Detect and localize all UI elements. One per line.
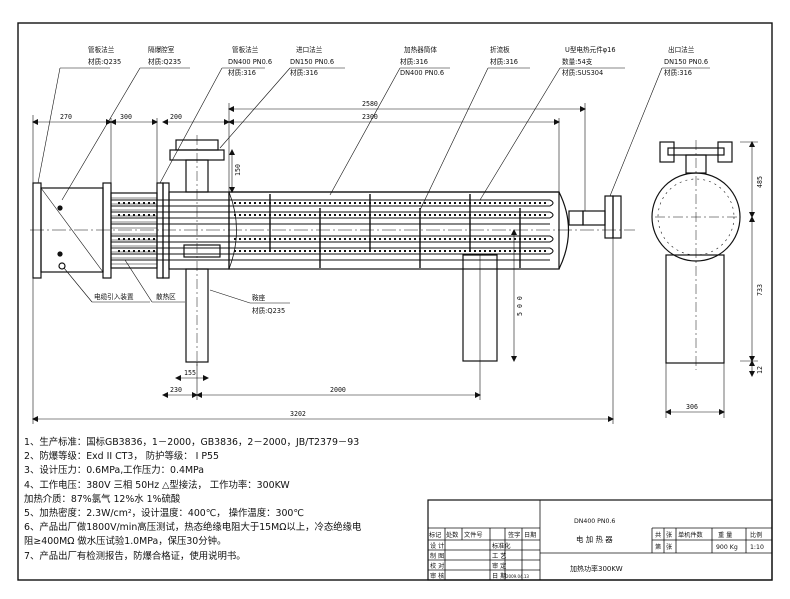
tb-rev-h4: 签字 (508, 531, 520, 539)
side-saddle (665, 254, 725, 364)
tb-spec: DN400 PN0.6 (574, 518, 615, 525)
tb-product-name: 电 加 热 器 (576, 535, 613, 544)
callout-element-name: U型电热元件φ16 (565, 45, 616, 54)
callout-saddle-material: 材质:Q235 (252, 306, 285, 315)
callout-explosion-box-name: 隔爆腔室 (148, 45, 175, 54)
tb-role-l1: 设 计 (430, 542, 444, 550)
callout-header-flange-material: 材质:Q235 (88, 57, 121, 66)
sheet-frame (17, 22, 773, 581)
callout-element-qty: 数量:54支 (562, 57, 593, 66)
tb-col-h3: 单机件数 (678, 531, 704, 539)
dim-485: 485 (756, 176, 764, 188)
heating-elements (111, 199, 554, 261)
tb-role-r3: 审 定 (492, 562, 506, 570)
callout-saddle-name: 鞍座 (252, 293, 266, 302)
callout-shell-material: 材质:316 (400, 57, 428, 66)
tb-rev-h5: 日期 (524, 531, 536, 539)
note-1: 1、生产标准：国标GB3836，1－2000，GB3836，2－2000，JB/… (24, 437, 360, 448)
dim-3202: 3202 (290, 410, 306, 418)
dim-200: 200 (170, 113, 182, 121)
callout-tubesheet-name: 管板法兰 (232, 45, 259, 54)
dim-500: 5 0 0 (516, 296, 524, 316)
note-6b: 阻≥400MΩ 做水压试验1.0MPa，保压30分钟。 (24, 536, 227, 548)
note-4: 4、工作电压：380V 三相 50Hz △型接法， 工作功率：300KW (24, 479, 290, 491)
callout-baffle-material: 材质:316 (490, 57, 518, 66)
tb-role-r4: 日 期 (492, 572, 506, 580)
technical-notes: 1、生产标准：国标GB3836，1－2000，GB3836，2－2000，JB/… (24, 436, 444, 564)
tb-rev-h3: 文件号 (464, 531, 483, 539)
tb-row2-2: 张 (666, 543, 673, 551)
tb-role-l3: 校 对 (430, 562, 444, 570)
dim-306: 306 (686, 403, 698, 411)
callout-explosion-box-material: 材质:Q235 (148, 57, 181, 66)
dim-2000: 2000 (330, 386, 346, 394)
callout-shell-spec: DN400 PN0.6 (400, 69, 444, 77)
note-2: 2、防爆等级：Exd II CT3， 防护等级： I P55 (24, 451, 219, 463)
dim-2580: 2580 (362, 100, 378, 108)
note-7: 7、产品出厂有检测报告，防爆合格证，使用说明书。 (24, 550, 246, 562)
callout-inlet-spec: DN150 PN0.6 (290, 58, 334, 66)
element-texture (118, 202, 548, 252)
callout-baffle-name: 折流板 (490, 45, 510, 54)
tb-col-h1: 共 (655, 531, 661, 539)
tb-weight: 900 Kg (716, 544, 738, 551)
tb-role-l4: 审 核 (430, 572, 444, 580)
tb-power: 加热功率300KW (570, 564, 623, 573)
callout-outlet-name: 出口法兰 (668, 45, 695, 54)
dim-150-vertical: 150 (234, 164, 242, 176)
tubesheet-flange (156, 182, 164, 279)
terminal-box (32, 182, 42, 279)
tb-scale: 1:10 (750, 544, 764, 551)
dim-270: 270 (60, 113, 72, 121)
tb-role-r1: 标准化 (492, 542, 511, 550)
dim-300: 300 (120, 113, 132, 121)
note-5: 5、加热密度：2.3W/cm²，设计温度：400℃， 操作温度：300℃ (24, 508, 304, 520)
tb-role-r2: 工 艺 (492, 552, 506, 560)
outlet-nozzle (582, 210, 606, 226)
tb-col-h2: 张 (666, 531, 673, 539)
tb-col-h5: 比例 (750, 531, 762, 539)
title-block (427, 499, 773, 581)
callout-tubesheet-material: 材质:316 (228, 68, 256, 77)
dim-230: 230 (170, 386, 182, 394)
callout-header-flange-name: 管板法兰 (88, 45, 115, 54)
dim-2300: 2300 (362, 113, 378, 121)
callout-shell-name: 加热器筒体 (404, 45, 437, 54)
tb-date: 2009.04.13 (506, 574, 529, 579)
callout-cable-entry: 电缆引入装置 (94, 292, 134, 301)
callout-heat-sink: 散热区 (156, 292, 176, 301)
callout-inlet-material: 材质:316 (290, 68, 318, 77)
callout-element-material: 材质:SUS304 (562, 68, 603, 77)
note-4b: 加热介质：87%氯气 12%水 1%硫酸 (24, 493, 181, 505)
tb-col-h4: 重 量 (718, 531, 732, 539)
tb-role-l2: 制 图 (430, 552, 444, 560)
baffles (269, 194, 521, 268)
note-6: 6、产品出厂做1800V/min高压测试，热态绝缘电阻大于15MΩ以上，冷态绝缘… (24, 522, 362, 534)
callout-tubesheet-spec: DN400 PN0.6 (228, 58, 272, 66)
tb-rev-h1: 标记 (429, 531, 441, 539)
tb-row2-1: 第 (655, 543, 661, 551)
callout-inlet-name: 进口法兰 (296, 45, 323, 54)
dim-12: 12 (756, 366, 764, 374)
note-3: 3、设计压力：0.6MPa,工作压力：0.4MPa (24, 465, 205, 477)
tb-rev-h2: 处数 (446, 531, 459, 539)
callout-outlet-spec: DN150 PN0.6 (664, 58, 708, 66)
dim-733: 733 (756, 284, 764, 296)
callout-outlet-material: 材质:316 (664, 68, 692, 77)
dim-155: 155 (184, 369, 196, 377)
